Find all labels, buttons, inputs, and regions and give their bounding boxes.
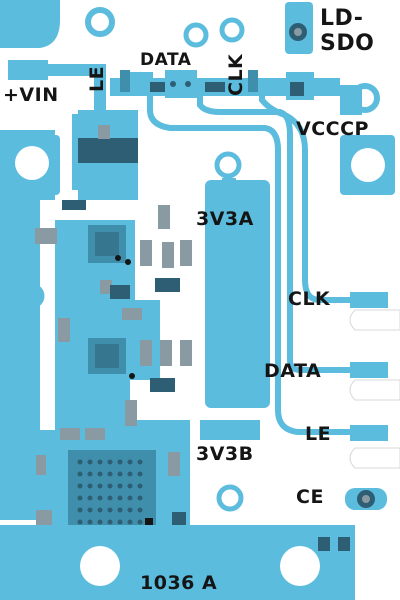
test-point-3v3a [214, 151, 242, 179]
plane-3v3 [205, 180, 270, 408]
label-vin: +VIN [3, 84, 59, 106]
edge-pad-data [350, 362, 388, 378]
label-ld-sdo-2: SDO [320, 31, 375, 56]
label-clk-edge: CLK [288, 288, 331, 310]
vcccp-pad [340, 85, 362, 115]
mount-hole-left [15, 146, 49, 180]
label-3v3b: 3V3B [196, 443, 254, 465]
copper-border [0, 0, 60, 48]
via-array [77, 459, 143, 525]
label-le-edge: LE [305, 423, 332, 445]
label-data-top: DATA [140, 50, 192, 70]
regulator-pin [98, 125, 110, 139]
vin-pad [8, 60, 48, 80]
data-pad [165, 70, 197, 98]
label-ce: CE [296, 486, 324, 508]
edge-notches [349, 309, 400, 469]
label-vcccp: VCCCP [296, 118, 369, 140]
trace-clk [245, 87, 380, 303]
test-point-left [19, 283, 45, 309]
test-point-clk [219, 17, 245, 43]
label-data-edge: DATA [264, 360, 322, 382]
trace-le [120, 72, 380, 435]
test-point-3v3b [216, 484, 244, 512]
label-part-number: 1036 A [140, 572, 218, 594]
mount-hole-bottom-right [280, 546, 320, 586]
test-point-le [85, 7, 115, 37]
mount-hole-bottom-left [80, 546, 120, 586]
label-3v3a: 3V3A [196, 208, 254, 230]
label-ld-sdo-1: LD- [320, 6, 364, 31]
label-le-top: LE [86, 65, 108, 92]
label-clk-top: CLK [225, 53, 247, 96]
plane-3v3b [200, 420, 260, 440]
regulator-tab [78, 138, 138, 163]
mount-hole-right [351, 148, 385, 182]
test-point-data [183, 22, 209, 48]
edge-pad-clk [350, 292, 388, 308]
edge-pad-le [350, 425, 388, 441]
